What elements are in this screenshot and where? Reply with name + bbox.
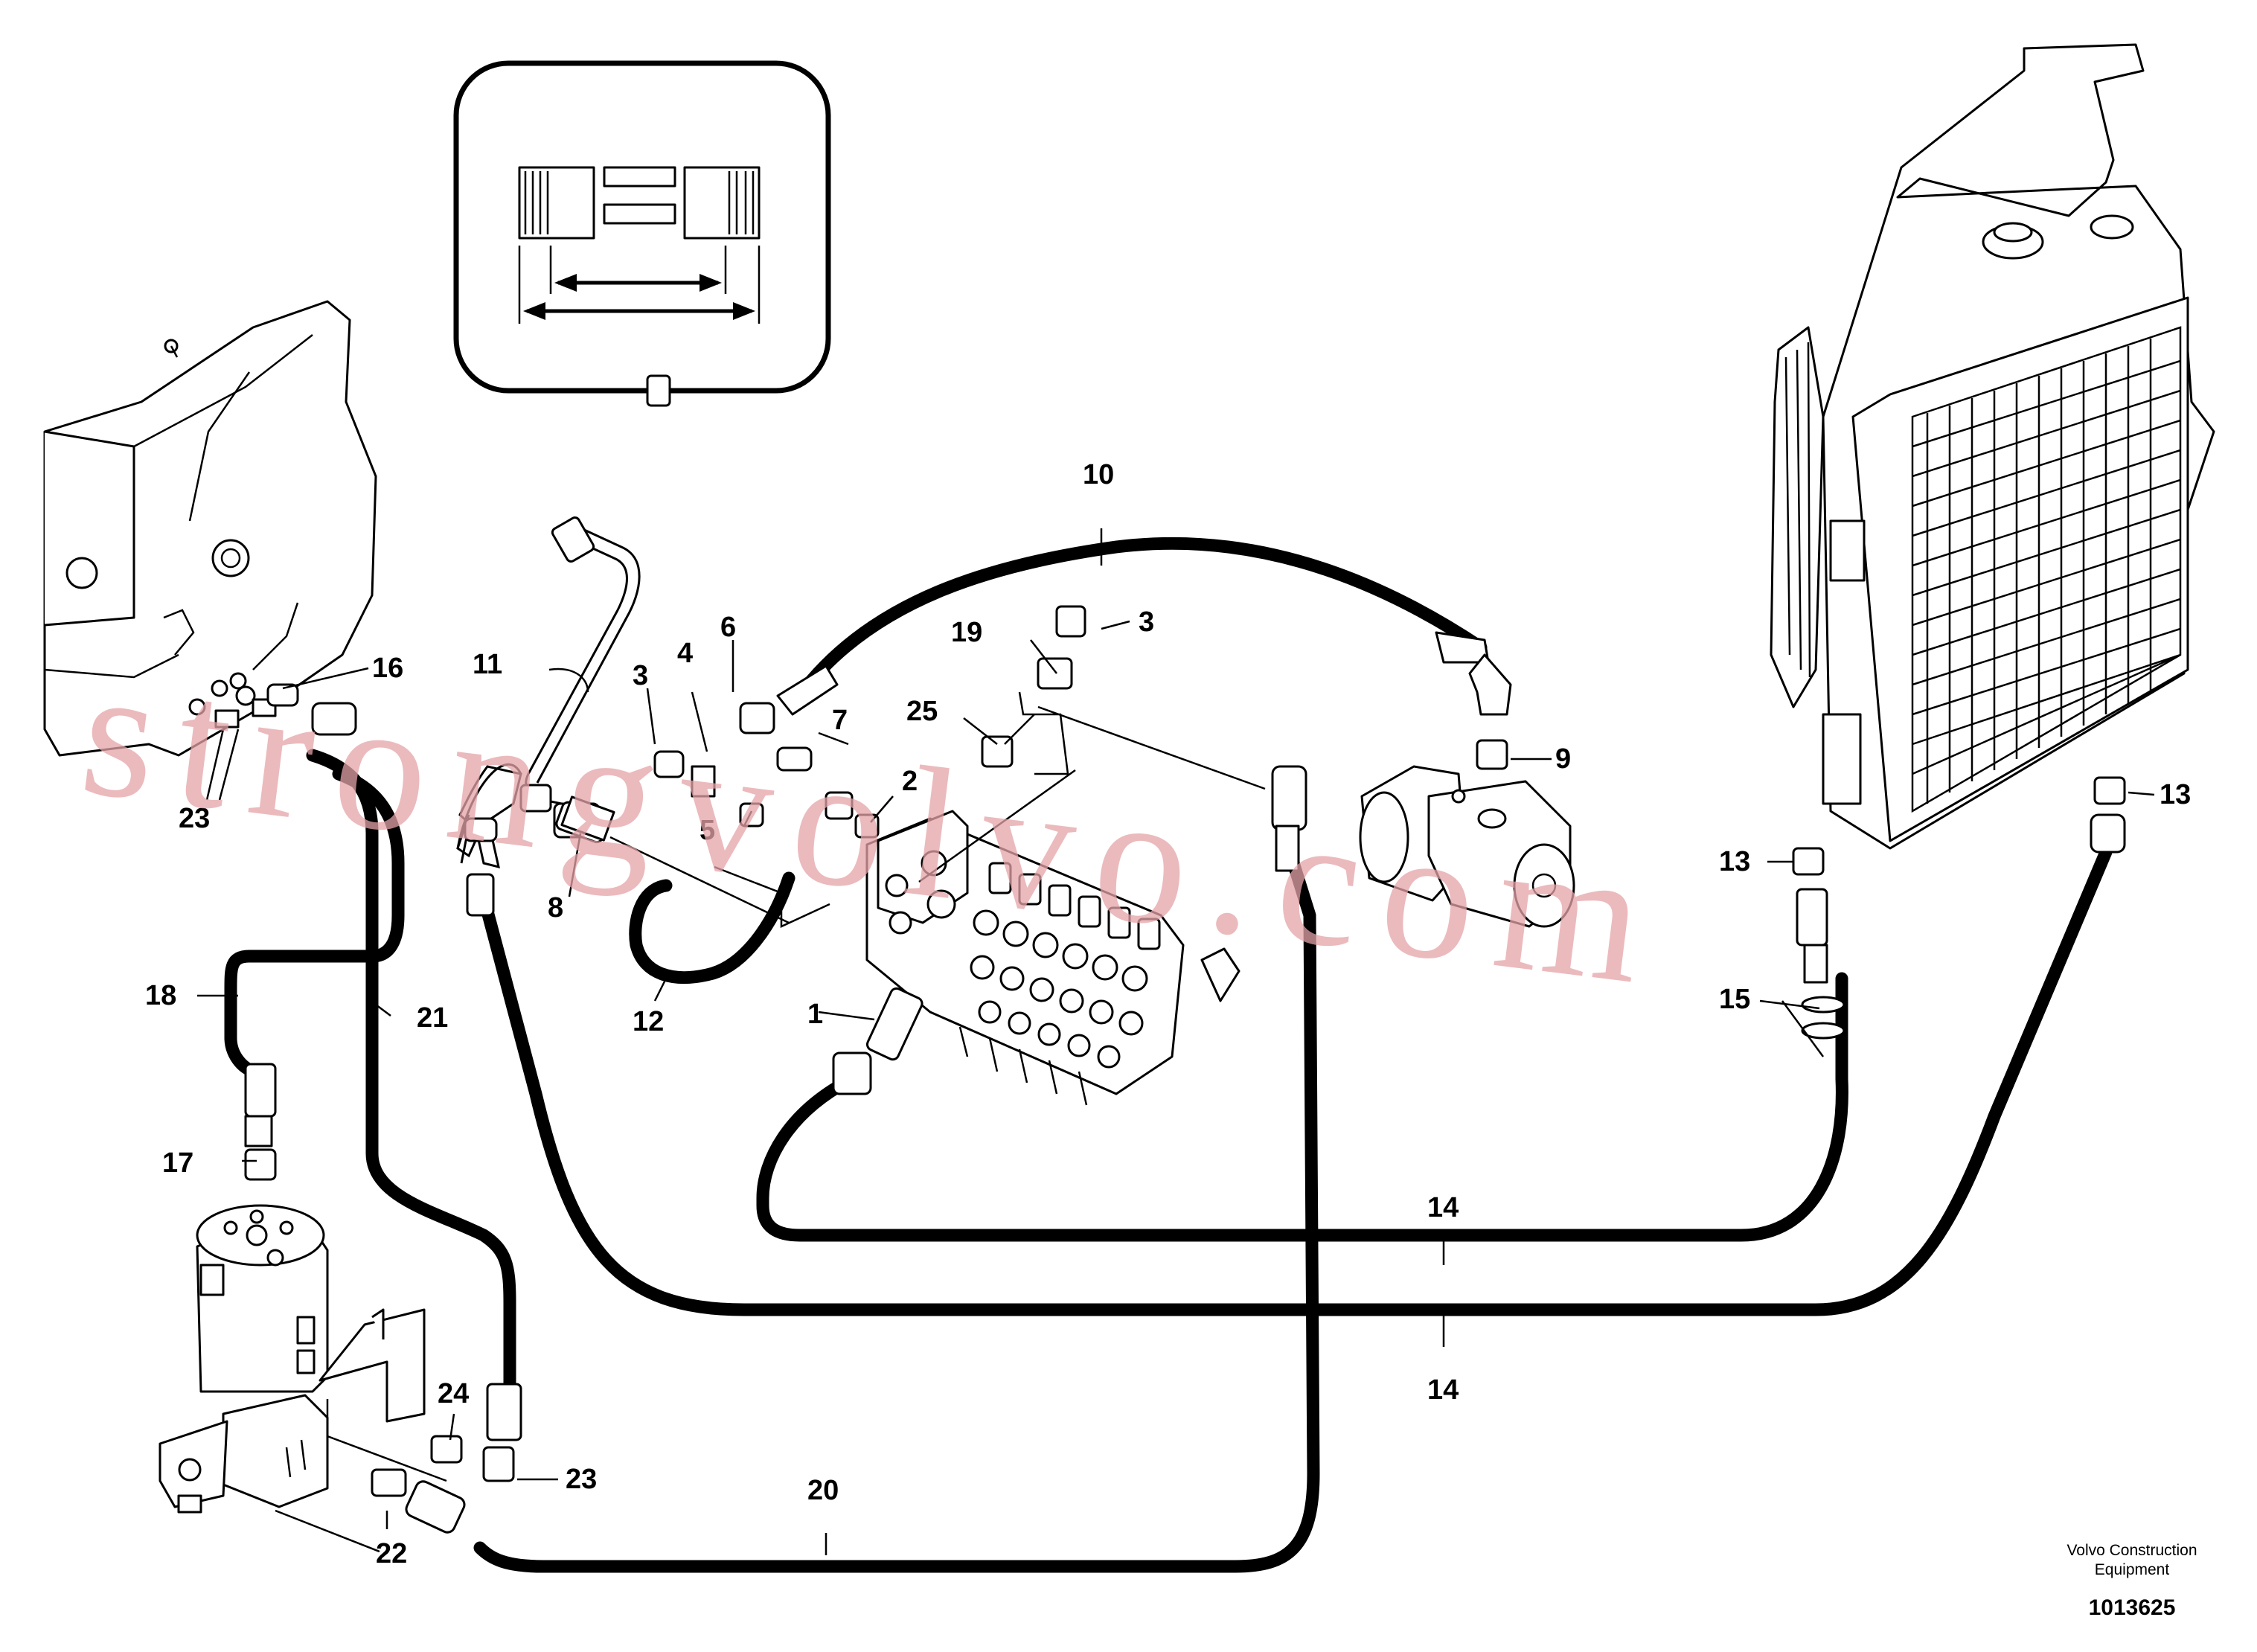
callout-12: 12 [633,1006,664,1037]
callout-24: 24 [438,1378,469,1409]
title-block: Volvo Construction Equipment 1013625 [2066,1542,2197,1620]
callout-6: 6 [720,612,736,643]
hose-pump-pressure [473,849,1320,1573]
callout-4: 4 [677,638,693,669]
hose-18 [224,749,379,1078]
callout-1: 1 [807,999,823,1030]
brand-line-2: Equipment [2095,1561,2170,1578]
callout-25: 25 [906,696,938,727]
hydraulic-pump [1359,765,1575,928]
hoses [224,523,2113,1573]
callout-11: 11 [473,649,502,680]
radiator-core-grid [1911,326,2182,813]
callout-10: 10 [1083,459,1114,490]
callout-20: 20 [807,1475,839,1506]
callout-9: 9 [1555,743,1571,775]
hydraulic-tank-bracket [43,300,377,757]
hose-14-lower [481,845,2113,1316]
callout-13a: 13 [2160,779,2191,810]
main-control-valve [865,810,1240,1106]
reference-lines [275,691,1266,1553]
callout-3a: 3 [633,660,648,691]
tank-port-fittings [188,672,357,736]
hose-length-inset [453,60,831,394]
callout-23a: 23 [179,803,210,834]
hose-14-upper [756,972,1848,1242]
hose-10 [804,537,1488,688]
callout-8: 8 [548,892,563,923]
callout-18: 18 [145,980,176,1011]
callout-14a: 14 [1427,1192,1459,1223]
valve-section-ports [885,850,1148,1069]
brand-line-1: Volvo Construction [2066,1542,2197,1559]
oil-cooler-radiator [1770,43,2215,850]
callout-17: 17 [162,1147,193,1179]
callout-13b: 13 [1719,846,1750,877]
callout-2: 2 [902,766,918,797]
callout-3b: 3 [1139,606,1154,638]
callout-16: 16 [372,653,403,684]
part-callouts: 10 11 3 4 6 19 3 7 25 2 5 8 12 1 9 13 13… [145,459,2191,1569]
leader-lines [197,528,2155,1555]
callout-14b: 14 [1427,1374,1459,1406]
callout-21: 21 [417,1002,448,1034]
callout-19: 19 [951,617,982,648]
drawing-number: 1013625 [2089,1595,2176,1620]
inset-hose-drawing [518,166,761,324]
hose-12 [629,871,795,985]
callout-15: 15 [1719,984,1750,1015]
callout-22: 22 [376,1538,407,1569]
steering-unit [159,1204,426,1514]
hose-21 [332,767,516,1406]
callout-7: 7 [832,705,848,736]
fittings [244,374,2126,1534]
callout-5: 5 [699,815,715,846]
callout-23b: 23 [566,1464,597,1495]
